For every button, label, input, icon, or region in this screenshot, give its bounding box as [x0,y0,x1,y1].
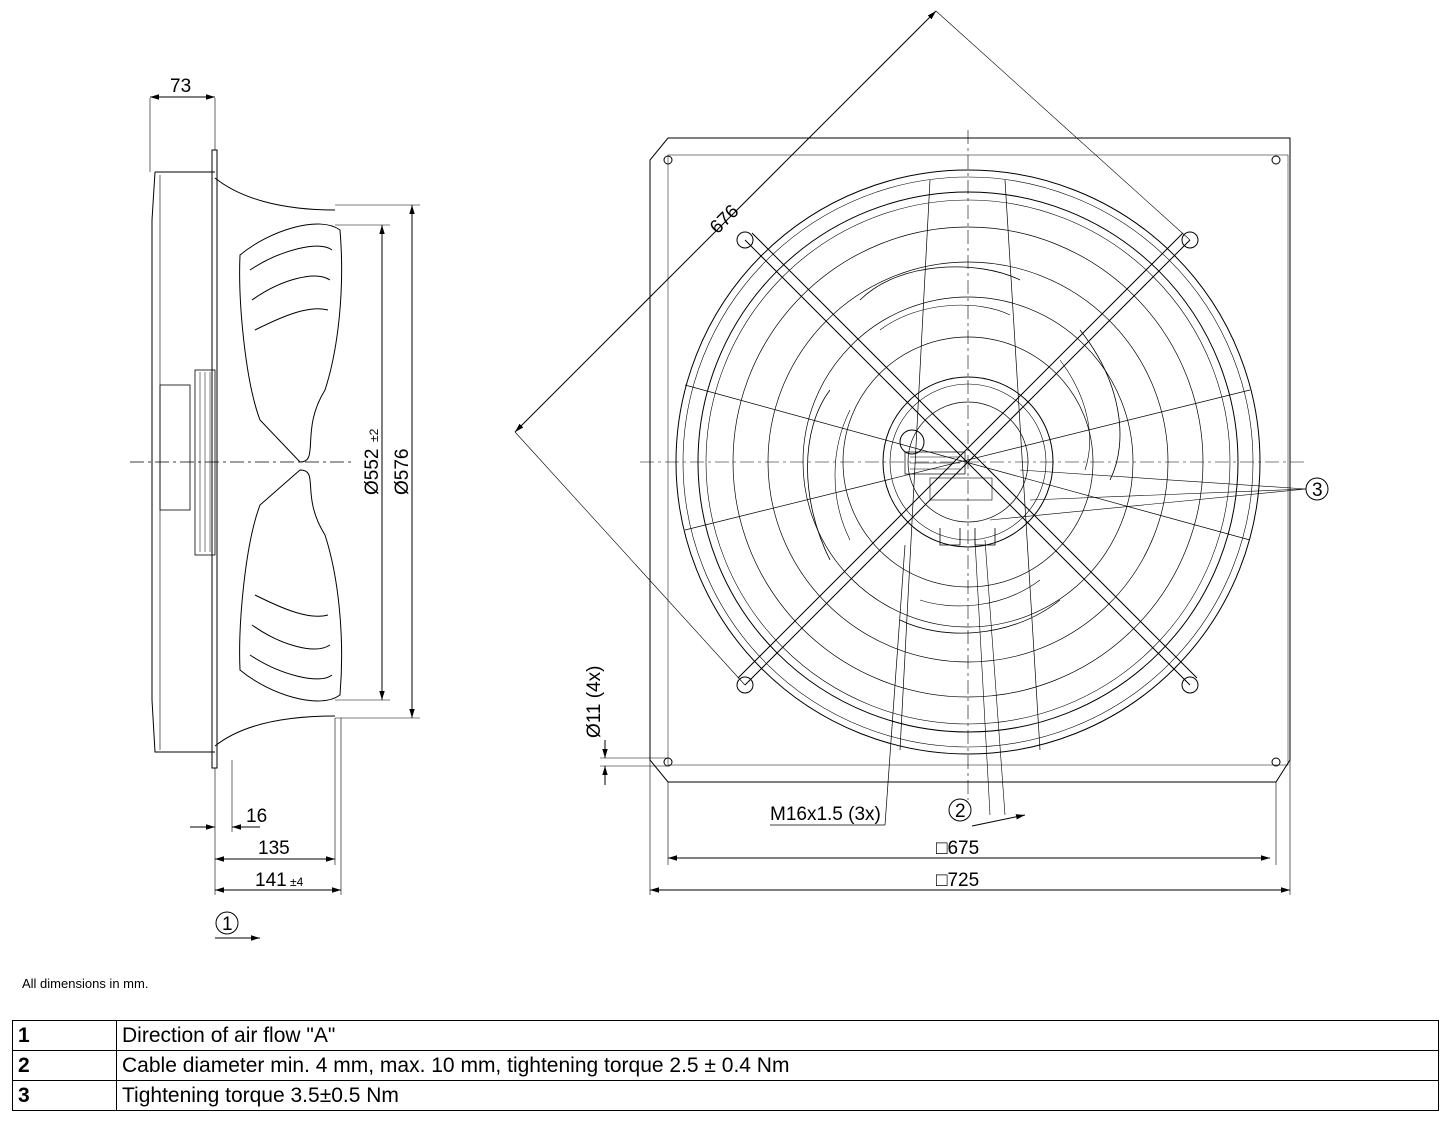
side-view-labels: 73 Ø552 ±2 Ø576 16 135 141 ±4 1 [170,76,413,935]
dim-16: 16 [246,806,267,827]
front-view [514,10,1329,895]
dim-73: 73 [170,76,191,97]
legend-number: 3 [12,1080,117,1111]
callout-3: 3 [1312,480,1323,501]
dim-576: Ø576 [392,449,413,495]
dim-552-tolerance: ±2 [367,428,381,442]
dim-675: □675 [936,838,979,859]
dim-141-tolerance: ±4 [290,875,304,889]
legend-row: 3 Tightening torque 3.5±0.5 Nm [12,1080,1439,1111]
legend-number: 2 [12,1050,117,1081]
dim-141: 141 [255,870,287,891]
legend-text: Direction of air flow "A" [116,1020,1439,1051]
legend-number: 1 [12,1020,117,1051]
label-thread-m16: M16x1.5 (3x) [770,804,881,825]
side-view [130,94,420,941]
dim-676: 676 [706,201,743,238]
callout-1: 1 [222,914,233,935]
dim-725: □725 [936,870,979,891]
legend-text: Cable diameter min. 4 mm, max. 10 mm, ti… [116,1050,1439,1081]
units-note: All dimensions in mm. [22,976,149,991]
callout-2: 2 [955,801,966,822]
legend-row: 1 Direction of air flow "A" [12,1020,1439,1051]
dim-135: 135 [258,838,290,859]
dim-552: Ø552 [362,449,383,495]
legend-row: 2 Cable diameter min. 4 mm, max. 10 mm, … [12,1050,1439,1081]
dim-hole-11: Ø11 (4x) [584,665,605,738]
legend-table: 1 Direction of air flow "A" 2 Cable diam… [12,1020,1439,1111]
legend-text: Tightening torque 3.5±0.5 Nm [116,1080,1439,1111]
